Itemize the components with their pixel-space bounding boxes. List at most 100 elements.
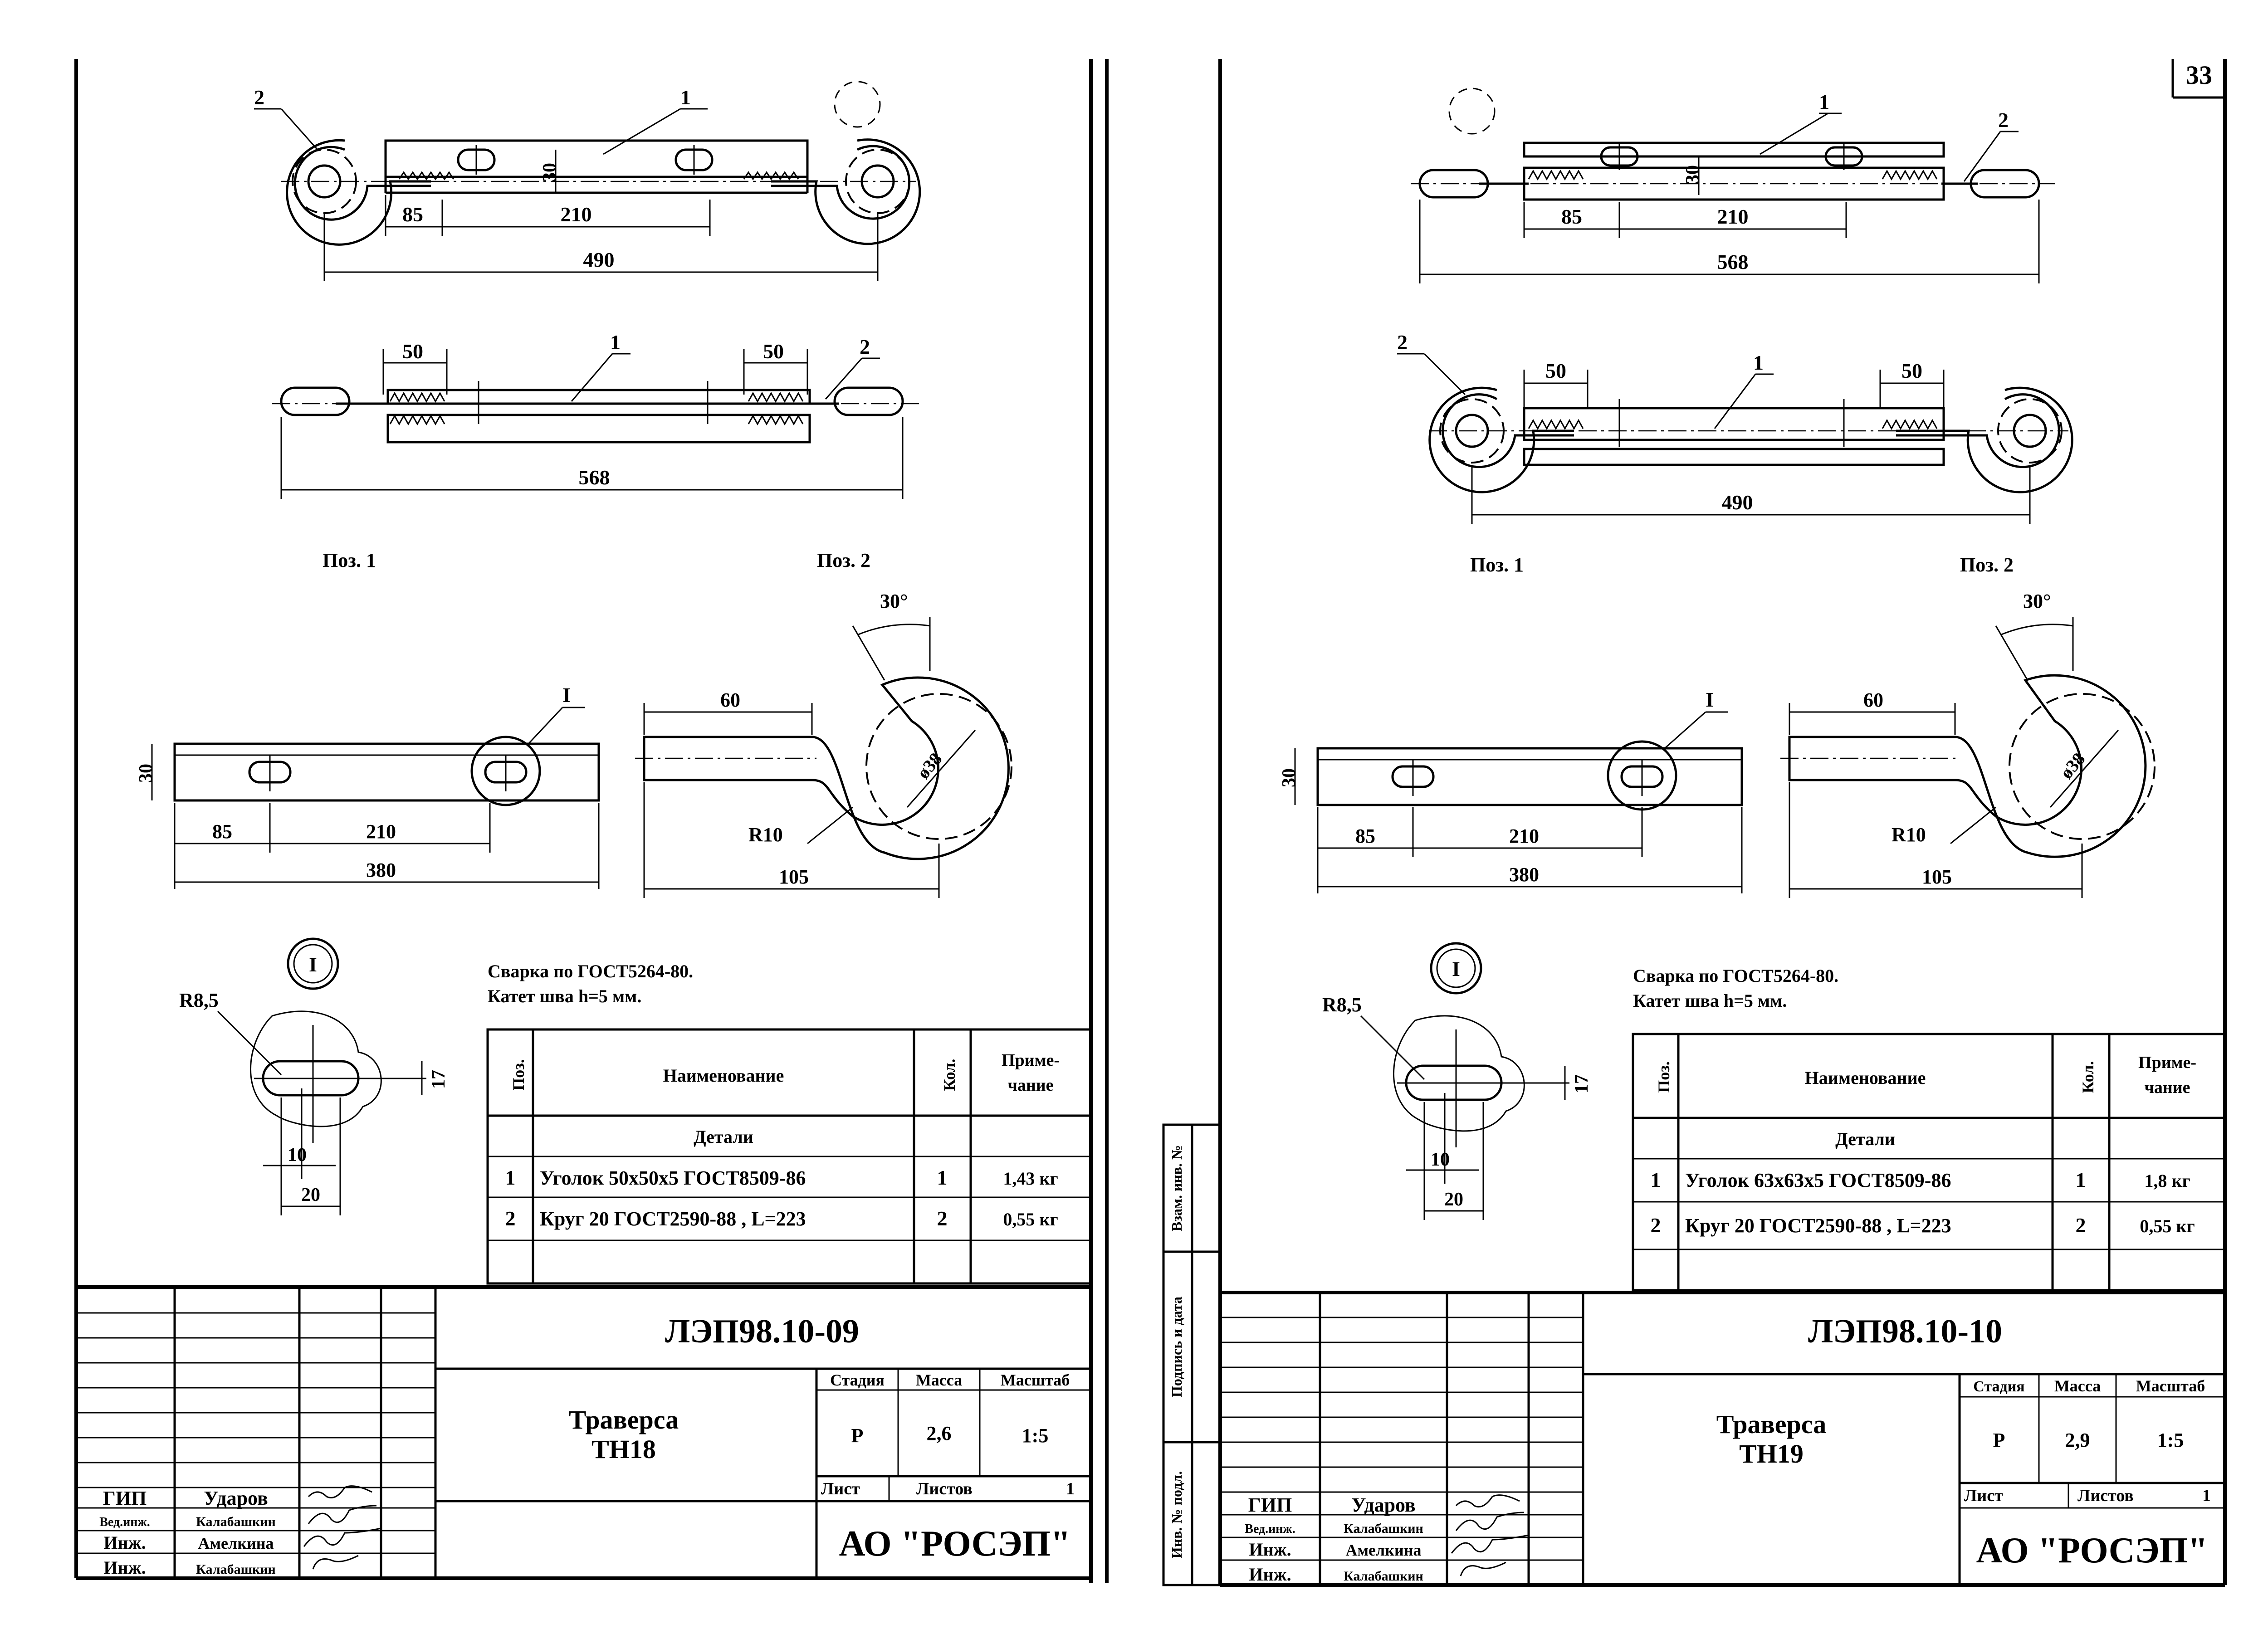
right-stamp-1: Инв. № подл. (1168, 1471, 1185, 1558)
right-signer3-name: Амелкина (1346, 1541, 1422, 1559)
left-signer1-name: Ударов (204, 1487, 268, 1509)
left-dim-top-85: 85 (402, 203, 423, 226)
left-row1-name: Уголок 50х50х5 ГОСТ8509-86 (540, 1167, 806, 1189)
left-dim-mid-50a: 50 (402, 340, 423, 363)
left-dim-p2-60: 60 (720, 689, 740, 711)
right-dim-top-568: 568 (1717, 250, 1749, 273)
right-stamp-3: Взам. инв. № (1168, 1145, 1185, 1231)
left-signer4-role: Инж. (103, 1557, 146, 1578)
right-detail-I: I R8,5 17 10 20 (1322, 942, 1592, 1220)
right-signature-1 (1455, 1494, 1520, 1507)
left-weld-note-2: Катет шва h=5 мм. (488, 986, 641, 1006)
left-sheets-label: Листов (916, 1479, 973, 1498)
left-dim-det-10: 10 (288, 1145, 307, 1166)
left-dim-p2-30deg: 30° (880, 590, 908, 612)
right-dim-det-10: 10 (1431, 1149, 1450, 1170)
right-callout-2: 2 (1998, 108, 2009, 132)
left-signer3-role: Инж. (103, 1532, 146, 1553)
right-th-pos: Поз. (1655, 1061, 1673, 1093)
right-row2-pos: 2 (1651, 1214, 1661, 1237)
right-dim-p1-30: 30 (1279, 768, 1300, 787)
right-dim-p1-380: 380 (1509, 863, 1539, 886)
right-spec-table: Поз. Наименование Кол. Приме- чание Дета… (1632, 1033, 2226, 1292)
left-signature-4 (312, 1555, 359, 1570)
right-mass-value: 2,9 (2065, 1429, 2090, 1451)
left-signature-1 (308, 1485, 372, 1498)
right-weld-note-1: Сварка по ГОСТ5264-80. (1633, 966, 1838, 986)
right-scale-value: 1:5 (2157, 1429, 2184, 1451)
right-dim-top-210: 210 (1717, 205, 1749, 228)
left-th-qty: Кол. (940, 1059, 958, 1091)
right-dim-mid-50a: 50 (1545, 359, 1566, 382)
left-scale-header: Масштаб (1001, 1371, 1070, 1389)
right-row2-name: Круг 20 ГОСТ2590-88 , L=223 (1685, 1215, 1951, 1237)
right-signature-3 (1451, 1534, 1529, 1554)
left-dim-mid-568: 568 (579, 466, 610, 489)
left-section-label: Детали (694, 1127, 753, 1147)
right-title-block: ЛЭП98.10-10 Траверса ТН19 Стадия Масса М… (1220, 1291, 2225, 1587)
right-sheet: 33 Инв. № подл. Подпись и дата Взам. инв… (1162, 59, 2227, 1587)
right-dim-mid-50b: 50 (1901, 359, 1922, 382)
right-dim-p2-30deg: 30° (2023, 590, 2051, 612)
page-number: 33 (2186, 60, 2212, 90)
right-weld-note-2: Катет шва h=5 мм. (1633, 990, 1787, 1011)
left-title-line1: Траверса (569, 1405, 679, 1434)
right-top-view: 30 85 210 568 1 2 (1411, 88, 2055, 283)
right-dim-p1-210: 210 (1509, 825, 1539, 847)
right-th-note-2: чание (2144, 1078, 2190, 1097)
right-pos1-detail-mark: I (1706, 688, 1714, 711)
left-dim-mid-50b: 50 (763, 340, 784, 363)
left-callout-1b: 1 (610, 331, 621, 354)
left-th-note-1: Приме- (1002, 1051, 1060, 1070)
right-dim-top-85: 85 (1561, 205, 1582, 228)
right-signer2-name: Калабашкин (1344, 1521, 1423, 1536)
right-stage-header: Стадия (1973, 1378, 2024, 1395)
left-row1-pos: 1 (505, 1166, 516, 1189)
left-dim-p2-r10: R10 (748, 824, 783, 846)
right-dim-p2-60: 60 (1863, 689, 1883, 711)
right-signature-4 (1460, 1561, 1506, 1576)
left-th-note-2: чание (1007, 1076, 1053, 1095)
left-row2-qty: 2 (937, 1207, 948, 1230)
right-signer1-role: ГИП (1248, 1494, 1292, 1516)
left-row2-note: 0,55 кг (1003, 1209, 1058, 1229)
left-dim-p2-d38: ø38 (913, 749, 946, 783)
right-sheet-label: Лист (1964, 1486, 2003, 1505)
left-dim-det-r85: R8,5 (179, 989, 219, 1011)
left-th-pos: Поз. (509, 1059, 528, 1090)
left-top-angle-flange (384, 139, 809, 178)
right-row2-note: 0,55 кг (2140, 1216, 2195, 1236)
left-sheet: 85 210 490 30 1 2 50 5 (74, 59, 1109, 1583)
left-label-pos1: Поз. 1 (323, 549, 376, 571)
right-callout-2b: 2 (1397, 331, 1408, 354)
right-sheets-count: 1 (2202, 1486, 2211, 1505)
left-stage-header: Стадия (830, 1371, 885, 1389)
left-dim-det-17: 17 (428, 1070, 449, 1089)
left-signature-2 (308, 1505, 377, 1524)
right-dim-p2-d38: ø38 (2056, 749, 2089, 783)
left-detail-I: I R8,5 17 10 20 (179, 937, 449, 1215)
left-top-view: 85 210 490 30 1 2 (254, 81, 921, 281)
left-sheets-count: 1 (1066, 1479, 1075, 1498)
right-stamp-2: Подпись и дата (1168, 1297, 1185, 1397)
right-sheets-label: Листов (2077, 1486, 2134, 1505)
left-doc-code: ЛЭП98.10-09 (665, 1313, 859, 1350)
left-mid-view: 50 50 568 1 2 (272, 331, 921, 499)
left-th-name: Наименование (663, 1065, 784, 1086)
right-section-label: Детали (1835, 1129, 1895, 1149)
left-dim-det-20: 20 (301, 1185, 320, 1205)
right-stage-value: Р (1993, 1429, 2005, 1451)
right-label-pos2: Поз. 2 (1960, 554, 2014, 576)
left-dim-p1-380: 380 (366, 859, 396, 881)
right-doc-code: ЛЭП98.10-10 (1808, 1313, 2002, 1350)
right-th-note-1: Приме- (2138, 1053, 2196, 1072)
left-dim-top-210: 210 (561, 203, 592, 226)
right-dim-det-r85: R8,5 (1322, 994, 1362, 1016)
left-mass-header: Масса (916, 1371, 962, 1389)
right-dim-det-20: 20 (1444, 1189, 1463, 1210)
right-detail-circle-label: I (1452, 957, 1460, 980)
left-signature-3 (303, 1527, 381, 1547)
right-row1-qty: 1 (2076, 1168, 2086, 1191)
left-label-pos2: Поз. 2 (817, 549, 870, 571)
